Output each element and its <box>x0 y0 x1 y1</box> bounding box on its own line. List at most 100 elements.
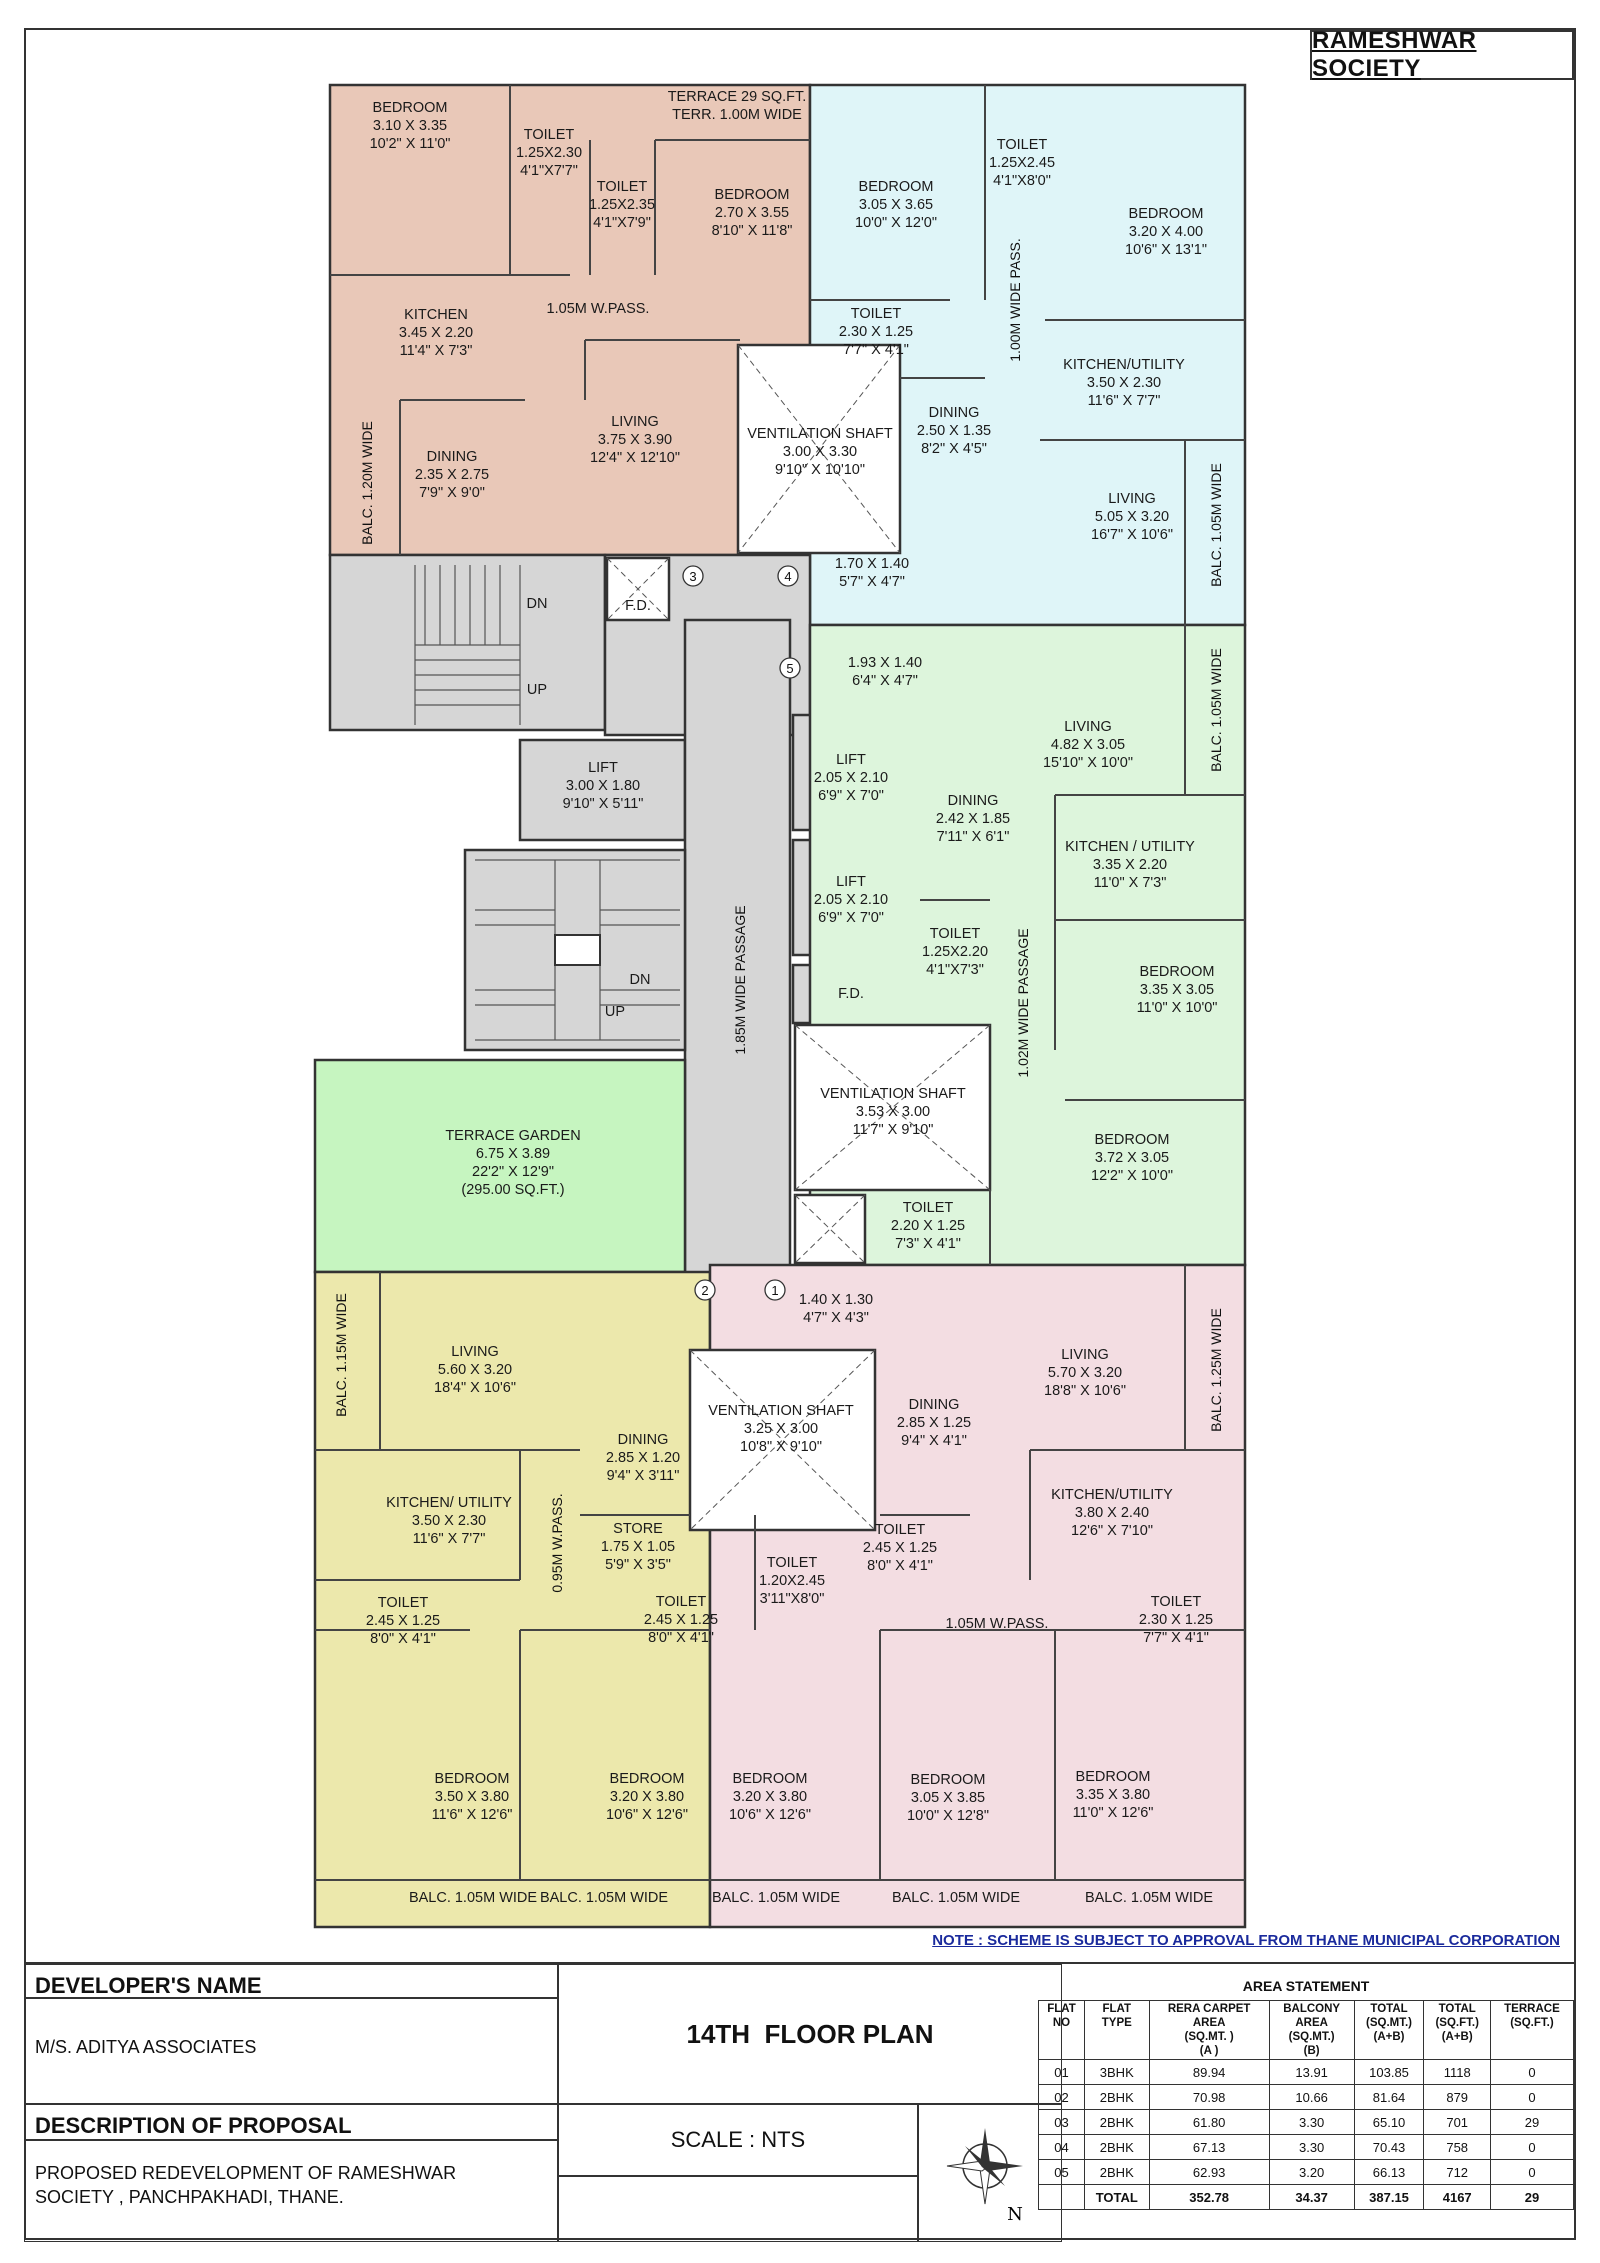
room-label-line: LIFT <box>836 874 866 890</box>
room-label-line: KITCHEN / UTILITY <box>1065 839 1195 855</box>
flat-marker-2 <box>694 1279 716 1301</box>
room-label-line: 2.35 X 2.75 <box>414 467 490 483</box>
area-header-line: (SQ.FT.) <box>1510 2017 1554 2029</box>
room-label-line: (295.00 SQ.FT.) <box>461 1182 565 1198</box>
room-label-balc-b1: BALC. 1.05M WIDE <box>409 1889 537 1907</box>
room-label-line: VENTILATION SHAFT <box>708 1403 854 1419</box>
room-label-line: BALC. 1.05M WIDE <box>891 1890 1021 1906</box>
room-label-line: KITCHEN/UTILITY <box>1063 357 1185 373</box>
room-label-line: 2.45 X 1.25 <box>862 1540 938 1556</box>
room-label-line: 1.40 X 1.30 <box>798 1292 874 1308</box>
room-label-line: 10'0" X 12'0" <box>855 215 937 231</box>
description-line-1: PROPOSED REDEVELOPMENT OF RAMESHWAR <box>35 2163 457 2183</box>
room-label-line: 4.82 X 3.05 <box>1050 737 1126 753</box>
area-header-line: TOTAL <box>1438 2003 1476 2015</box>
room-label-line: TOILET <box>929 926 981 942</box>
room-label-line: 4'7" X 4'3" <box>803 1310 869 1326</box>
area-total-cell: 352.78 <box>1148 2184 1270 2210</box>
room-label-line: TOILET <box>655 1594 707 1610</box>
area-total-cell <box>1038 2184 1085 2210</box>
room-label-line: 3.72 X 3.05 <box>1094 1150 1170 1166</box>
room-label-line: BEDROOM <box>910 1772 986 1788</box>
room-label-line: 4'1"X7'7" <box>520 163 578 179</box>
area-header-line: (SQ.FT.) <box>1435 2017 1479 2029</box>
room-label-line: LIVING <box>1108 491 1156 507</box>
floor-plan: 1 2 3 4 5 <box>313 83 1247 1929</box>
area-cell: 02 <box>1038 2084 1085 2110</box>
room-label-line: 1.05M W.PASS. <box>546 301 650 317</box>
area-total-cell: TOTAL <box>1083 2184 1150 2210</box>
room-label-line: LIVING <box>1064 719 1112 735</box>
room-label-line: 1.25X2.20 <box>921 944 989 960</box>
room-label-line: 3.50 X 2.30 <box>1086 375 1162 391</box>
room-label-line: 7'7" X 4'1" <box>843 342 909 358</box>
area-header-line: (A+B) <box>1373 2031 1405 2043</box>
room-label-line: 1.20X2.45 <box>758 1573 826 1589</box>
room-label-line: 6'9" X 7'0" <box>818 788 884 804</box>
room-label-line: TERRACE GARDEN <box>445 1128 581 1144</box>
vertical-label-v-balc-105b: BALC. 1.05M WIDE <box>1208 648 1224 772</box>
room-label-line: BEDROOM <box>1139 964 1215 980</box>
room-label-line: 3.50 X 2.30 <box>411 1513 487 1529</box>
room-label-line: 2.30 X 1.25 <box>838 324 914 340</box>
north-label: N <box>1007 2204 1023 2225</box>
room-label-line: TOILET <box>523 127 575 143</box>
area-cell: 2BHK <box>1083 2084 1150 2110</box>
area-total-cell: 34.37 <box>1268 2184 1355 2210</box>
room-label-line: 6'9" X 7'0" <box>818 910 884 926</box>
area-cell: 66.13 <box>1353 2159 1425 2185</box>
stair-core-1 <box>328 553 607 732</box>
room-label-line: TERR. 1.00M WIDE <box>672 107 802 123</box>
area-cell: 0 <box>1489 2084 1575 2110</box>
area-cell: 81.64 <box>1353 2084 1425 2110</box>
area-cell: 0 <box>1489 2159 1575 2185</box>
room-label-line: 7'3" X 4'1" <box>895 1236 961 1252</box>
room-label-line: BEDROOM <box>732 1771 808 1787</box>
vertical-label-v-passage-185: 1.85M WIDE PASSAGE <box>732 905 748 1055</box>
area-cell: 62.93 <box>1148 2159 1270 2185</box>
room-label-line: 3.20 X 3.80 <box>732 1789 808 1805</box>
north-arrow-icon: N <box>946 2128 1023 2225</box>
drawing-title-cell: 14TH FLOOR PLAN <box>558 1964 1062 2104</box>
vertical-label-v-balc-120: BALC. 1.20M WIDE <box>359 421 375 545</box>
room-label-line: 4'1"X7'3" <box>926 962 984 978</box>
vertical-label-v-pass-095: 0.95M W.PASS. <box>549 1493 565 1593</box>
area-header-line: (A+B) <box>1441 2031 1473 2043</box>
area-header-line: FLAT <box>1047 2003 1076 2015</box>
description-text: PROPOSED REDEVELOPMENT OF RAMESHWAR SOCI… <box>24 2140 558 2242</box>
area-cell: 2BHK <box>1083 2159 1150 2185</box>
vertical-label-v-pass-100: 1.00M WIDE PASS. <box>1007 238 1023 362</box>
flat-marker-4-label: 4 <box>784 569 791 584</box>
room-label-line: BEDROOM <box>1128 206 1204 222</box>
area-cell: 3.20 <box>1268 2159 1355 2185</box>
room-label-stair2-up: UP <box>605 1003 625 1021</box>
room-label-line: 9'4" X 4'1" <box>901 1433 967 1449</box>
room-label-line: 5.60 X 3.20 <box>437 1362 513 1378</box>
drawing-sheet-border <box>24 28 1576 2240</box>
room-label-line: 18'4" X 10'6" <box>434 1380 516 1396</box>
room-label-line: 10'8" X 9'10" <box>740 1439 822 1455</box>
area-cell: 61.80 <box>1148 2109 1270 2135</box>
area-cell: 13.91 <box>1268 2059 1355 2085</box>
room-label-line: 11'6" X 7'7" <box>412 1531 486 1547</box>
